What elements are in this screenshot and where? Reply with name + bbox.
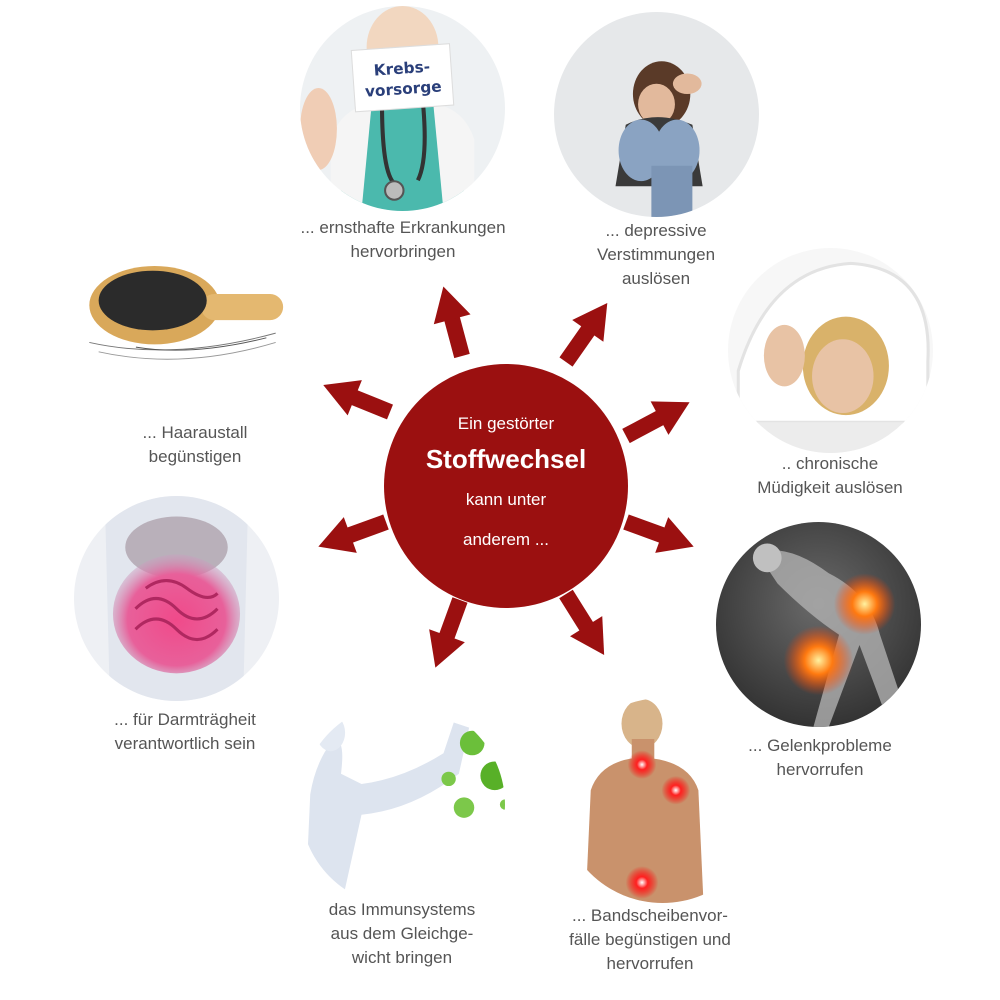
center-title: Stoffwechsel <box>425 444 587 474</box>
knee-pain-photo <box>716 522 921 727</box>
arrow-up-right <box>550 292 623 373</box>
caption-bandscheibe: ... Bandscheibenvor- fälle begünstigen u… <box>569 906 731 973</box>
card-line-2: vorsorge <box>364 77 442 100</box>
hairbrush-photo <box>80 212 285 417</box>
center-line-1: Ein gestörter <box>457 414 555 433</box>
sad-woman-photo <box>554 12 759 217</box>
caption-haar: ... Haaraustall begünstigen <box>142 423 248 466</box>
center-circle: Ein gestörter Stoffwechsel kann unter an… <box>384 364 628 608</box>
caption-immun: das Immunsystems aus dem Gleichge- wicht… <box>328 900 476 967</box>
caption-darm: ... für Darmträgheit verantwortlich sein <box>114 710 256 753</box>
caption-muedigkeit: .. chronische Müdigkeit auslösen <box>757 454 903 497</box>
immune-virus-photo <box>300 702 505 907</box>
card-line-1: Krebs- <box>373 58 431 80</box>
arrow-left-lower <box>311 504 393 565</box>
arrow-right-lower <box>619 504 701 565</box>
arrow-up-left-top <box>425 281 481 361</box>
center-line-3: kann unter <box>465 490 547 509</box>
arrow-down-left <box>417 593 478 675</box>
arrow-down-right <box>549 583 621 666</box>
back-pain-photo <box>560 698 765 903</box>
caption-erkrankungen: ... ernsthafte Erkrankungen hervorbringe… <box>300 218 506 261</box>
caption-gelenk: ... Gelenkprobleme hervorrufen <box>748 736 892 779</box>
doctor-card-photo: Krebs- vorsorge <box>300 6 505 211</box>
tired-woman-pillow-photo <box>728 248 933 453</box>
caption-depression: ... depressive Verstimmungen auslösen <box>596 221 716 288</box>
intestine-photo <box>74 496 279 701</box>
arrow-right-upper <box>617 385 699 453</box>
center-line-4: anderem ... <box>463 530 549 549</box>
